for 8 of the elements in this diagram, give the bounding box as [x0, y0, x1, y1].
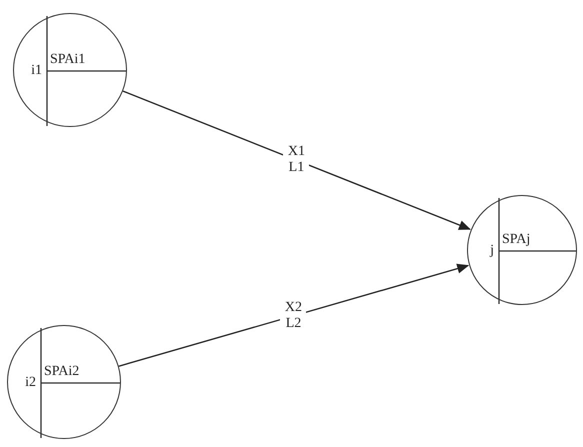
- arrow: [122, 90, 471, 230]
- node-label: i2: [25, 375, 36, 391]
- node-title: SPAj: [502, 232, 530, 248]
- node-label: i1: [31, 63, 42, 79]
- node-title: SPAi1: [50, 52, 86, 68]
- node-label: j: [490, 243, 494, 259]
- arrow: [118, 264, 470, 367]
- node-title: SPAi2: [44, 364, 80, 380]
